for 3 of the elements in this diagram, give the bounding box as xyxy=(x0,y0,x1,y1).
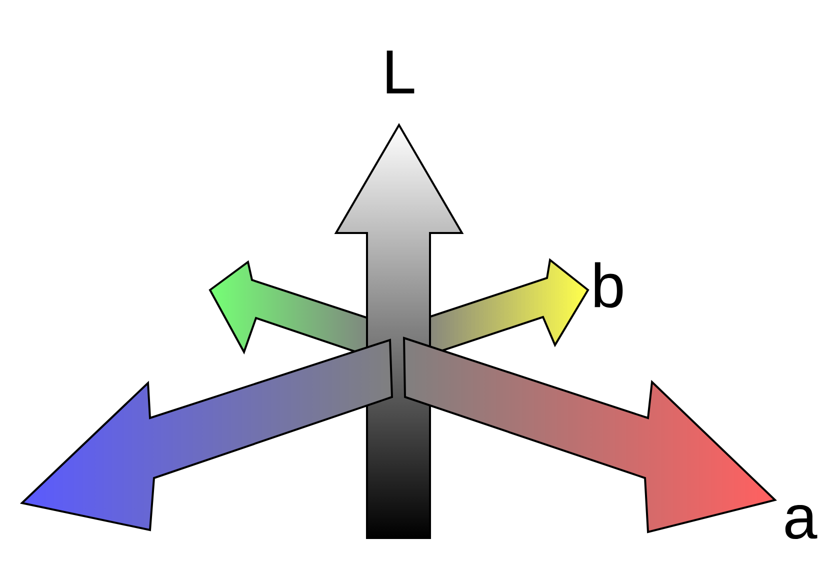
axis-label: b xyxy=(594,262,623,308)
axis-label: L xyxy=(386,50,414,94)
axis-label: a xyxy=(785,505,818,539)
